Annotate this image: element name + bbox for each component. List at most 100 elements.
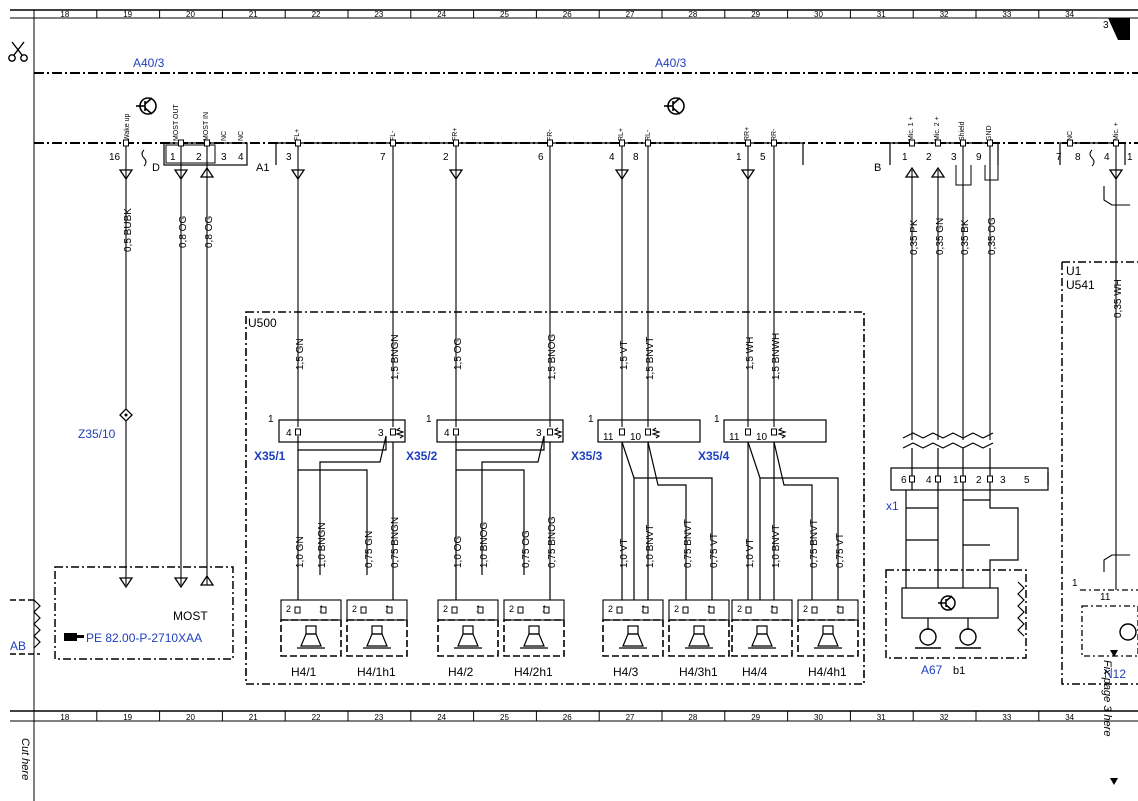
ruler-number: 24 xyxy=(437,10,446,19)
ruler-number: 21 xyxy=(249,713,258,722)
ruler-number: 21 xyxy=(249,10,258,19)
pin-number: 2 xyxy=(926,152,932,163)
pin-number: 11 xyxy=(729,432,740,443)
pin-number: 2 xyxy=(196,152,202,163)
svg-text:2: 2 xyxy=(608,604,613,614)
wire-label: 0,35 GN xyxy=(935,218,946,255)
x35-connectors xyxy=(278,419,839,600)
speaker-icon: 21 xyxy=(602,599,664,657)
pin-number: 1 xyxy=(1072,578,1078,589)
ruler-number: 18 xyxy=(60,10,69,19)
ruler-number: 22 xyxy=(312,713,321,722)
speaker-icon: 21 xyxy=(668,599,730,657)
pin-number: 10 xyxy=(756,432,768,443)
pin-label: NC xyxy=(238,131,245,141)
speaker-icon: 21 xyxy=(731,599,793,657)
z35-label: Z35/10 xyxy=(78,427,116,441)
pe-reference-link[interactable]: PE 82.00-P-2710XAA xyxy=(86,631,202,645)
speaker-icon: 21 xyxy=(503,599,565,657)
ruler-number: 25 xyxy=(500,10,509,19)
ruler-number: 27 xyxy=(626,713,635,722)
pin-number: 9 xyxy=(976,152,982,163)
pin-number: 3 xyxy=(951,152,957,163)
pin-label: RR- xyxy=(771,128,778,141)
bus-label-right: A40/3 xyxy=(655,56,687,70)
pin-number: 1 xyxy=(736,152,742,163)
pin-number: 11 xyxy=(603,432,614,443)
wire-label: 0,75 BNVT xyxy=(683,519,694,568)
wire-label: 0,35 WH xyxy=(1113,279,1124,318)
ruler-number: 20 xyxy=(186,10,195,19)
speaker-icon: 21 xyxy=(280,599,342,657)
wire-label: 1,5 GN xyxy=(295,338,306,370)
pin-number: 6 xyxy=(901,475,907,486)
scissors-icon xyxy=(8,41,28,62)
connector-a1-label: A1 xyxy=(256,162,269,174)
u500-label: U500 xyxy=(248,316,277,330)
ruler-number: 22 xyxy=(312,10,321,19)
wire-label: 0,75 BNOG xyxy=(547,516,558,568)
pin-label: RL- xyxy=(645,129,652,141)
pin-numbers: 16 1 2 3 4 3 7 2 6 4 8 1 5 1 2 3 9 7 8 4… xyxy=(109,152,1133,163)
speaker-label: H4/4h1 xyxy=(808,665,847,679)
pin-label: NC xyxy=(1067,131,1074,141)
ruler-number: 19 xyxy=(123,10,132,19)
x35-1-label: X35/1 xyxy=(254,449,286,463)
ruler-number: 31 xyxy=(877,10,886,19)
pin-number: 1 xyxy=(170,152,176,163)
pin-number: 1 xyxy=(426,414,432,425)
ruler-number: 27 xyxy=(626,10,635,19)
fix-page-label: Fix page 3 here xyxy=(1101,660,1113,736)
x35-2-label: X35/2 xyxy=(406,449,438,463)
pin-labels: Wake up MOST OUT MOST IN NC NC FL+ FL- F… xyxy=(124,103,1120,141)
pin-number: 1 xyxy=(268,414,274,425)
wire-label: 1,0 OG xyxy=(453,536,464,568)
pin-number: 3 xyxy=(221,152,227,163)
u500-module: U500 xyxy=(245,311,865,685)
upper-wires xyxy=(125,146,1117,590)
transistor-icon xyxy=(136,97,157,115)
transistor-icon xyxy=(1119,623,1137,641)
wire-label: 1,5 BNOG xyxy=(547,334,558,380)
wire-label: 0,35 PK xyxy=(909,219,920,255)
wire-label: 0,75 OG xyxy=(521,530,532,568)
ruler-number: 29 xyxy=(751,713,760,722)
wire-label: 0,8 OG xyxy=(178,216,189,248)
ruler-number: 23 xyxy=(374,713,383,722)
pin-label: FL- xyxy=(390,130,397,141)
ruler-number: 33 xyxy=(1002,713,1011,722)
wire-label: 0,75 BNVT xyxy=(809,519,820,568)
svg-text:2: 2 xyxy=(443,604,448,614)
ruler-number: 32 xyxy=(940,713,949,722)
x35-3-label: X35/3 xyxy=(571,449,603,463)
svg-text:2: 2 xyxy=(737,604,742,614)
pin-number: 1 xyxy=(902,152,908,163)
wire-label: 1,0 GN xyxy=(295,536,306,568)
pin-number: 16 xyxy=(109,152,121,163)
speaker-label: H4/2 xyxy=(448,665,474,679)
z35-splice: Z35/10 xyxy=(78,408,133,441)
pin-number: 2 xyxy=(443,152,449,163)
pin-label: MOST OUT xyxy=(173,103,180,141)
ruler-number: 25 xyxy=(500,713,509,722)
ruler-number: 23 xyxy=(374,10,383,19)
ruler-number: 28 xyxy=(688,713,697,722)
svg-text:2: 2 xyxy=(803,604,808,614)
speaker-icon: 21 xyxy=(346,599,408,657)
pin-number: 3 xyxy=(1000,475,1006,486)
connector-d-label: D xyxy=(152,162,160,174)
x35-4-label: X35/4 xyxy=(698,449,730,463)
ruler-number: 28 xyxy=(688,10,697,19)
pin-number: 5 xyxy=(1024,475,1030,486)
wire-label: 0,75 VT xyxy=(835,533,846,568)
pin-label: MOST IN xyxy=(203,112,210,141)
wire-label: 1,0 VT xyxy=(619,539,630,568)
x1-label: x1 xyxy=(886,499,899,513)
svg-text:2: 2 xyxy=(286,604,291,614)
pin-number: 5 xyxy=(760,152,766,163)
pin-number: 3 xyxy=(286,152,292,163)
wire-label: 0,8 OG xyxy=(204,216,215,248)
upper-wire-labels: 0,5 BUBK 0,8 OG 0,8 OG 0,35 PK 0,35 GN 0… xyxy=(123,208,1124,318)
